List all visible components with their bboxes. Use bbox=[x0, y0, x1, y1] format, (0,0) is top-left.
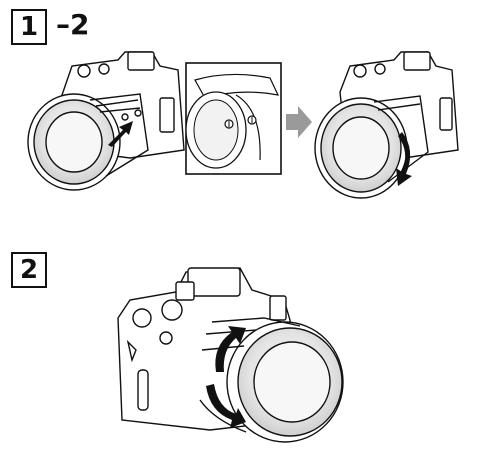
arrow-right-icon bbox=[286, 106, 312, 138]
camera-right-illustration bbox=[315, 52, 458, 198]
camera-left-illustration bbox=[28, 52, 184, 190]
mount-detail-inset bbox=[186, 63, 281, 174]
